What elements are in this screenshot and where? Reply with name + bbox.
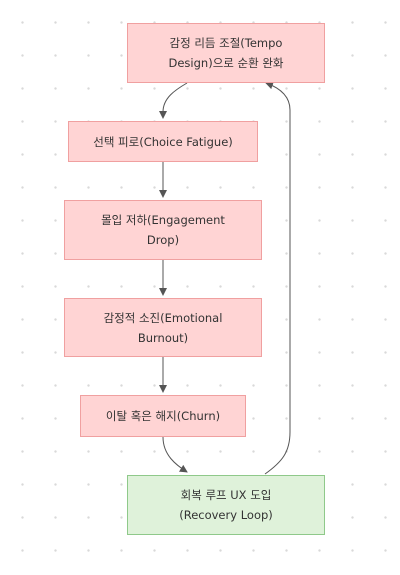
node-churn-label: 이탈 혹은 해지(Churn) (105, 409, 221, 423)
node-engagement-drop: 몰입 저하(Engagement Drop) (64, 200, 262, 260)
edge-churn-to-recovery (162, 436, 188, 473)
node-tempo-design: 감정 리듬 조절(Tempo Design)으로 순환 완화 (127, 23, 325, 83)
node-emotional-burnout-line2: Burnout) (137, 330, 189, 345)
node-recovery-loop: 회복 루프 UX 도입 (Recovery Loop) (127, 475, 325, 535)
node-emotional-burnout-line1: 감정적 소진(Emotional (103, 310, 223, 325)
node-engagement-drop-line2: Drop) (146, 233, 180, 247)
node-tempo-design-line2: Design)으로 순환 완화 (168, 56, 284, 70)
node-engagement-drop-line1: 몰입 저하(Engagement (101, 213, 225, 227)
edge-tempo-to-choice (159, 82, 188, 119)
node-choice-fatigue: 선택 피로(Choice Fatigue) (68, 121, 258, 162)
edge-recovery-to-tempo (264, 81, 291, 475)
node-choice-fatigue-label: 선택 피로(Choice Fatigue) (93, 134, 233, 149)
node-recovery-loop-line2: (Recovery Loop) (179, 508, 273, 522)
node-recovery-loop-line1: 회복 루프 UX 도입 (180, 488, 272, 502)
node-emotional-burnout: 감정적 소진(Emotional Burnout) (64, 298, 262, 357)
node-churn: 이탈 혹은 해지(Churn) (80, 395, 246, 437)
node-tempo-design-line1: 감정 리듬 조절(Tempo (169, 36, 283, 50)
